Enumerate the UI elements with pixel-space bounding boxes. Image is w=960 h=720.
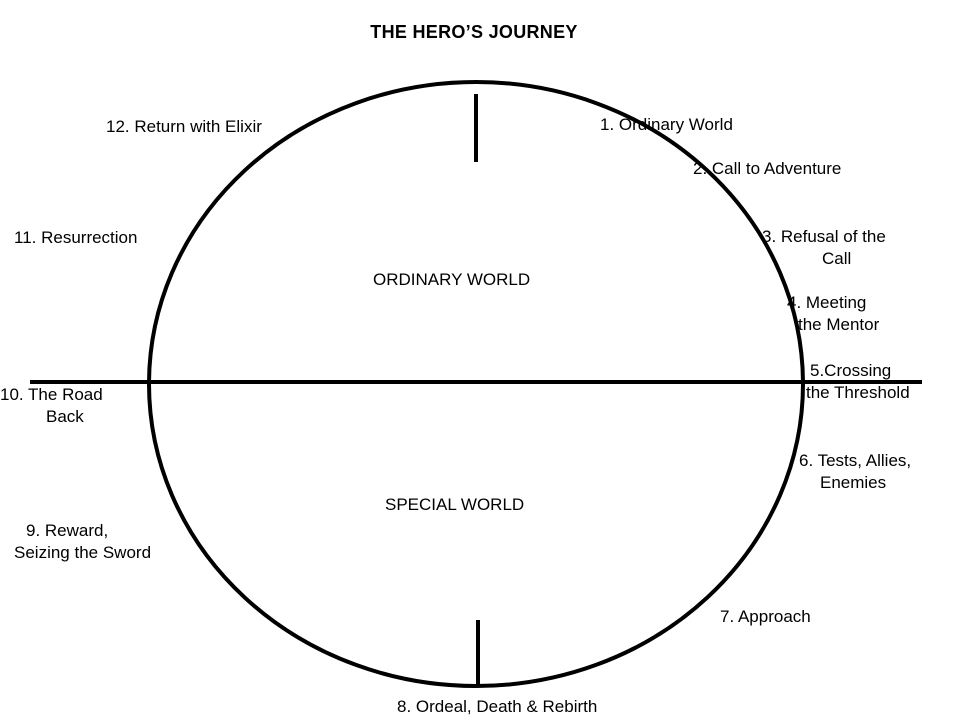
stage-10-text-line2: Back (46, 407, 84, 426)
page-title: THE HERO’S JOURNEY (370, 22, 578, 42)
stage-10-label: 10. The Road Back (0, 384, 103, 428)
stage-3-label: 3. Refusal of the Call (762, 226, 886, 270)
stage-1-text: 1. Ordinary World (600, 115, 733, 134)
stage-5-label: 5.Crossing the Threshold (806, 360, 910, 404)
stage-11-label: 11. Resurrection (14, 227, 137, 249)
stage-4-text: 4. Meeting (787, 293, 867, 312)
stage-4-label: 4. Meeting the Mentor (787, 292, 879, 336)
stage-10-text: 10. The Road (0, 385, 103, 404)
stage-9-text-line2: Seizing the Sword (14, 543, 152, 562)
stage-6-text: 6. Tests, Allies, (799, 451, 912, 470)
stage-8-text: 8. Ordeal, Death & Rebirth (397, 697, 598, 716)
stage-1-label: 1. Ordinary World (600, 114, 733, 136)
stage-7-label: 7. Approach (720, 606, 811, 628)
ordinary-world-label: ORDINARY WORLD (373, 270, 531, 289)
stage-3-text: 3. Refusal of the (762, 227, 886, 246)
stage-12-text: 12. Return with Elixir (106, 117, 262, 136)
stage-9-text: 9. Reward, (26, 521, 109, 540)
stage-2-text: 2. Call to Adventure (693, 159, 842, 178)
stage-8-label: 8. Ordeal, Death & Rebirth (397, 696, 597, 718)
stage-6-label: 6. Tests, Allies, Enemies (799, 450, 911, 494)
stage-3-text-line2: Call (822, 249, 852, 268)
stage-9-label: 9. Reward, Seizing the Sword (14, 520, 151, 564)
stage-4-text-line2: the Mentor (798, 315, 880, 334)
stage-2-label: 2. Call to Adventure (693, 158, 841, 180)
stage-7-text: 7. Approach (720, 607, 811, 626)
stage-5-text: 5.Crossing (810, 361, 892, 380)
stage-5-text-line2: the Threshold (806, 383, 910, 402)
stage-12-label: 12. Return with Elixir (106, 116, 262, 138)
stage-11-text: 11. Resurrection (14, 228, 138, 247)
special-world-label: SPECIAL WORLD (385, 495, 525, 514)
stage-6-text-line2: Enemies (820, 473, 887, 492)
